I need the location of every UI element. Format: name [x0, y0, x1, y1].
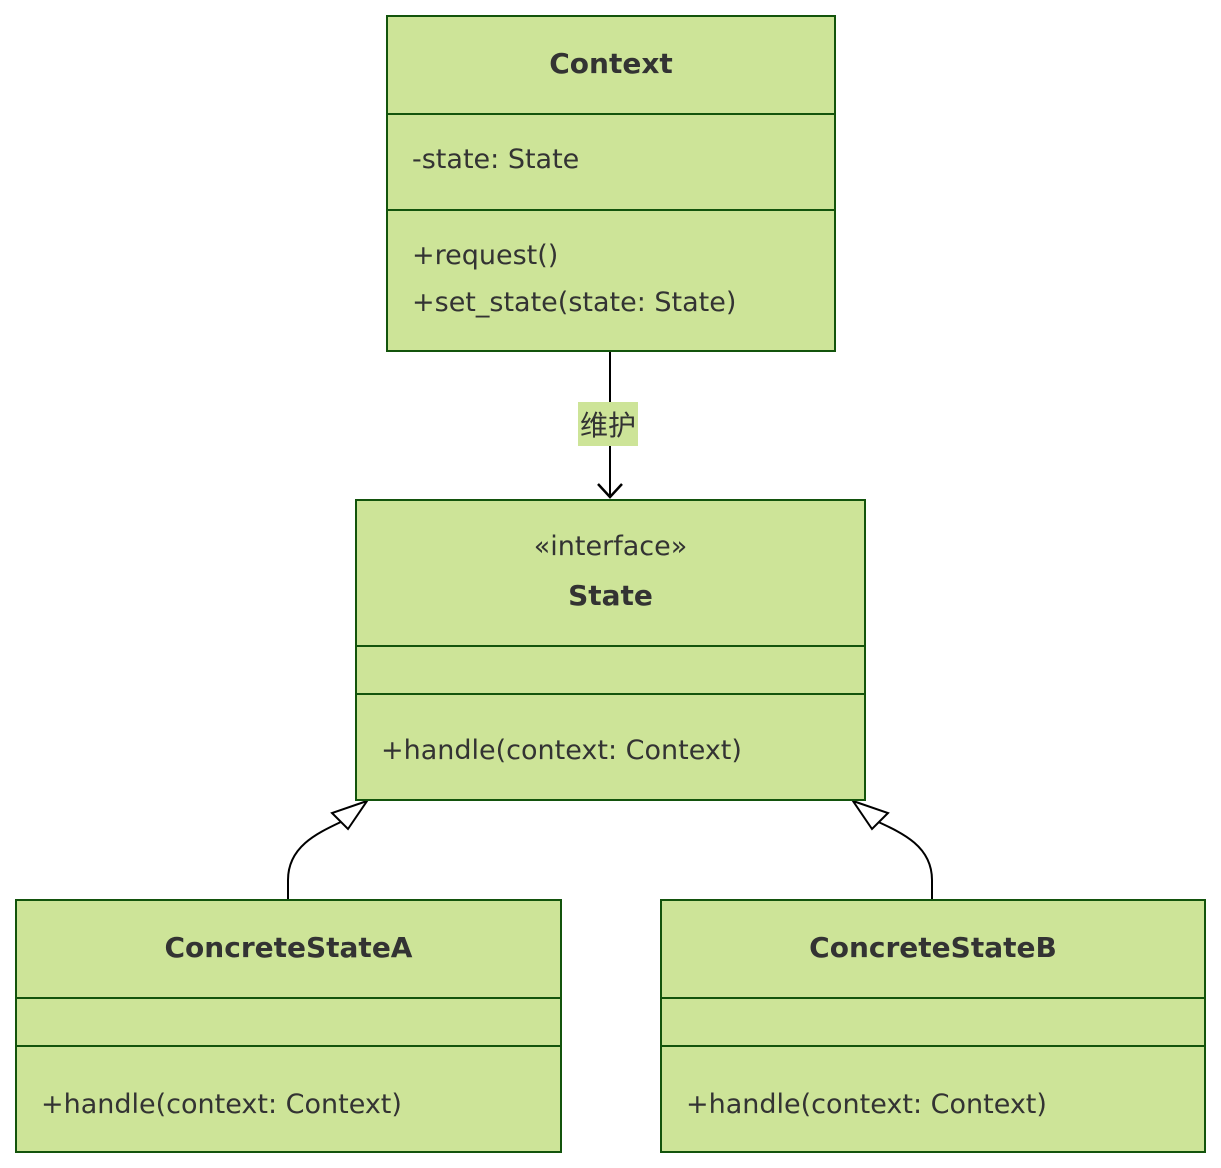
realization-edge-b-state: [850, 799, 933, 899]
class-state-header: «interface» State: [357, 501, 864, 645]
class-name: ConcreteStateB: [809, 931, 1057, 964]
class-concrete-b-attributes: [662, 997, 1204, 1045]
class-context-header: Context: [388, 17, 834, 113]
association-label: 维护: [578, 402, 639, 446]
stereotype: «interface»: [533, 531, 688, 562]
method: +set_state(state: State): [412, 287, 737, 318]
method: +request(): [412, 240, 559, 271]
class-context-methods: +request() +set_state(state: State): [388, 209, 834, 350]
class-name: ConcreteStateA: [164, 931, 413, 964]
method: +handle(context: Context): [381, 735, 742, 766]
method: +handle(context: Context): [41, 1089, 402, 1120]
class-state-attributes: [357, 645, 864, 693]
class-name: Context: [549, 47, 673, 80]
class-context: Context -state: State +request() +set_st…: [386, 15, 836, 352]
class-concrete-state-a: ConcreteStateA +handle(context: Context): [15, 899, 562, 1153]
class-name: State: [568, 579, 653, 612]
class-concrete-b-methods: +handle(context: Context): [662, 1045, 1204, 1151]
class-concrete-state-b: ConcreteStateB +handle(context: Context): [660, 899, 1206, 1153]
class-concrete-b-header: ConcreteStateB: [662, 901, 1204, 997]
class-state-methods: +handle(context: Context): [357, 693, 864, 799]
class-context-attributes: -state: State: [388, 113, 834, 209]
class-concrete-a-header: ConcreteStateA: [17, 901, 560, 997]
method: +handle(context: Context): [686, 1089, 1047, 1120]
attribute: -state: State: [412, 144, 580, 175]
class-state: «interface» State +handle(context: Conte…: [355, 499, 866, 801]
realization-edge-a-state: [287, 799, 370, 899]
class-concrete-a-methods: +handle(context: Context): [17, 1045, 560, 1151]
class-concrete-a-attributes: [17, 997, 560, 1045]
